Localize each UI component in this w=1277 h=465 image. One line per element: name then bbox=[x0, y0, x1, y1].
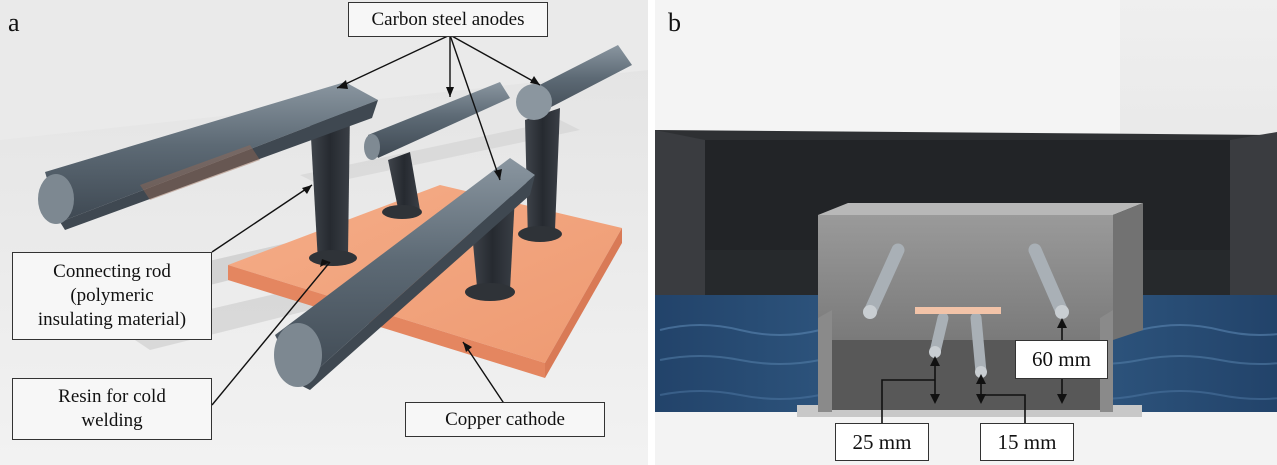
leader-arrowheads-a bbox=[302, 76, 540, 352]
callout-rod-line1: Connecting rod bbox=[53, 261, 171, 282]
dimension-60mm-text: 60 mm bbox=[1032, 347, 1091, 371]
callout-rod-line2: (polymeric bbox=[70, 285, 154, 306]
dimension-label-15mm: 15 mm bbox=[980, 423, 1074, 461]
callout-rod-line3: insulating material) bbox=[37, 309, 187, 330]
dimension-label-25mm: 25 mm bbox=[835, 423, 929, 461]
anode-left bbox=[38, 82, 378, 266]
leader-lines-a bbox=[211, 34, 541, 406]
copper-cathode-strip bbox=[915, 307, 1001, 314]
callout-copper-cathode: Copper cathode bbox=[405, 402, 605, 437]
panel-b-illustration bbox=[655, 0, 1277, 465]
anode-rear-middle bbox=[364, 82, 510, 219]
dimension-lines-b bbox=[881, 322, 1063, 423]
panel-a-label: a bbox=[8, 8, 20, 37]
dimension-25mm-text: 25 mm bbox=[852, 429, 912, 454]
callout-resin: Resin for cold welding bbox=[12, 378, 212, 440]
callout-resin-line1: Resin for cold bbox=[58, 386, 166, 407]
callout-anodes-text: Carbon steel anodes bbox=[371, 8, 525, 30]
dimension-label-60mm: 60 mm bbox=[1015, 340, 1108, 379]
callout-connecting-rod: Connecting rod (polymeric insulating mat… bbox=[12, 252, 212, 340]
callout-resin-line2: welding bbox=[81, 410, 143, 431]
callout-carbon-steel-anodes: Carbon steel anodes bbox=[348, 2, 548, 37]
dimension-arrowheads-b bbox=[930, 318, 1067, 404]
callout-cathode-text: Copper cathode bbox=[445, 408, 565, 430]
panel-b-label: b bbox=[668, 8, 681, 37]
anode-rear-right bbox=[516, 45, 632, 242]
dimension-15mm-text: 15 mm bbox=[997, 429, 1057, 454]
embedded-steel-bars bbox=[863, 243, 1069, 378]
anode-front bbox=[274, 158, 535, 390]
